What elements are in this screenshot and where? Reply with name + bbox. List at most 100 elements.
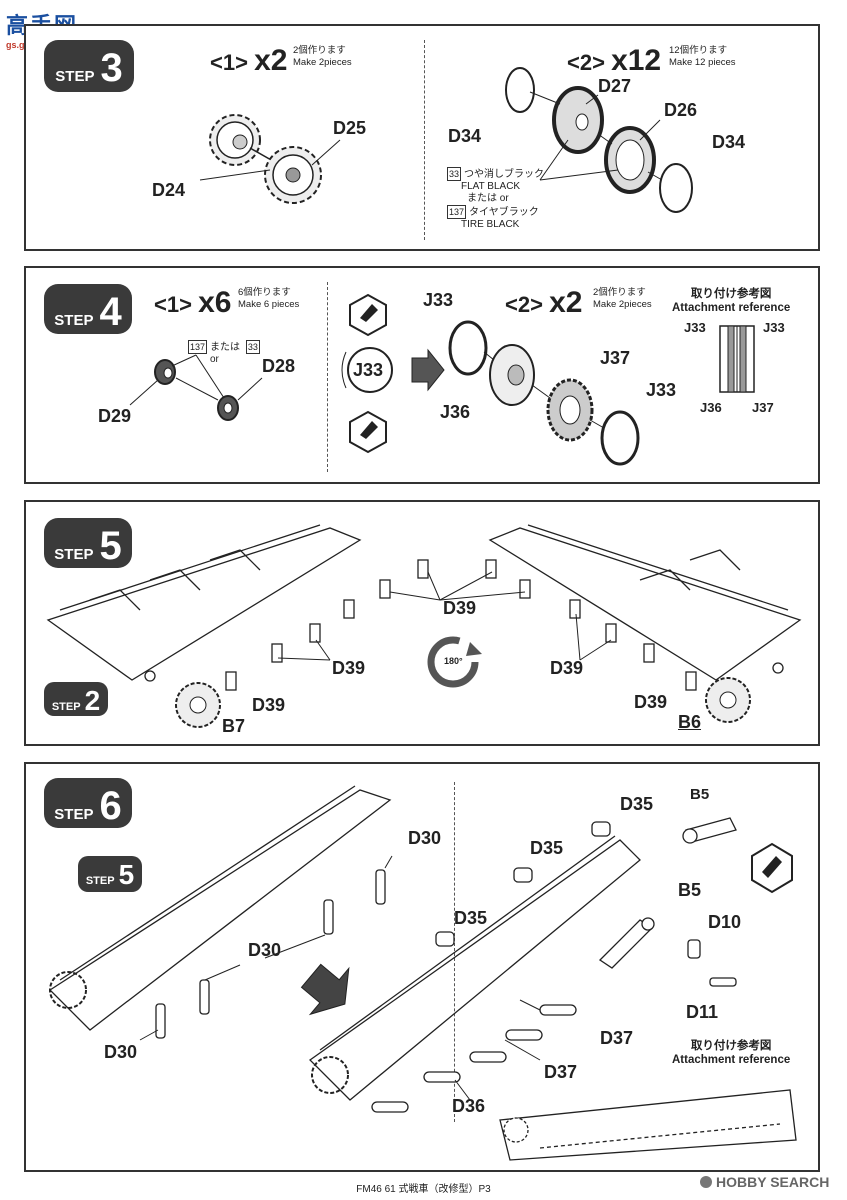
- attach-jp: 取り付け参考図: [690, 288, 772, 300]
- label-d37: D37: [600, 1028, 634, 1048]
- attach-label-j37: J37: [752, 400, 774, 415]
- label-d26: D26: [664, 100, 698, 120]
- watermark-logo-icon: [700, 1176, 712, 1188]
- step4-sub2-note: 2個作ります Make 2pieces: [593, 287, 652, 311]
- roller-d28: [217, 395, 239, 421]
- label-d25: D25: [333, 118, 367, 138]
- note-jp: 2個作ります: [293, 45, 346, 56]
- hull-right: [488, 524, 802, 681]
- step4-wheel-drawing: [129, 293, 755, 466]
- sub-qty: x2: [549, 286, 583, 319]
- label-d30: D30: [248, 940, 282, 960]
- label-j33: J33: [646, 380, 677, 400]
- tire-j33-a: [448, 320, 488, 376]
- label-d29: D29: [98, 406, 132, 426]
- wheel-j36: [489, 344, 535, 406]
- label-d36: D36: [452, 1096, 486, 1116]
- step3-sub1-qty: <1> x2: [210, 44, 287, 78]
- nippers-icon: [751, 842, 793, 894]
- step-number: 5: [99, 524, 122, 568]
- step3-sub2-qty: <2> x12: [567, 44, 661, 78]
- label-b5: B5: [690, 786, 710, 803]
- label-d39: D39: [550, 658, 584, 678]
- step-number: 6: [99, 784, 122, 828]
- label-j37: J37: [600, 348, 631, 368]
- step4-divider: [327, 282, 328, 472]
- suspension-arms-d39: [225, 559, 697, 691]
- step-word: STEP: [85, 875, 115, 887]
- wheel-d26: [604, 126, 656, 194]
- sub-tag: <2>: [567, 50, 605, 75]
- step4-attach-title: 取り付け参考図 Attachment reference: [672, 287, 790, 315]
- nippers-icon-top: [349, 293, 387, 337]
- sprocket-d25: [264, 146, 322, 204]
- sub-qty: x12: [611, 44, 662, 77]
- paint-code: 137: [447, 205, 467, 219]
- sub-tag: <2>: [505, 292, 543, 317]
- paint-or-jp: または: [210, 342, 241, 353]
- step-number: 3: [100, 46, 123, 90]
- sub-tag: <1>: [154, 292, 192, 317]
- step-word: STEP: [55, 68, 95, 85]
- label-d37: D37: [544, 1062, 578, 1082]
- note-jp: 12個作ります: [669, 45, 728, 56]
- paint-code: 33: [245, 340, 260, 354]
- note-en: Make 2pieces: [593, 299, 652, 310]
- label-b7: B7: [222, 716, 246, 736]
- nippers-icon-bottom: [349, 410, 387, 454]
- label-j33: J33: [423, 290, 454, 310]
- arrow-down-icon: [300, 963, 350, 1016]
- step5-badge: STEP 5: [44, 518, 132, 568]
- note-jp: 6個作ります: [238, 287, 291, 298]
- tire-d34-outer: [505, 67, 535, 113]
- label-d11: D11: [686, 1002, 719, 1022]
- label-d39: D39: [634, 692, 668, 712]
- step3-divider: [424, 40, 425, 240]
- attach-label-j33: J33: [684, 320, 706, 335]
- bolts-d10-d11: [687, 939, 737, 987]
- attach-jp: 取り付け参考図: [690, 1040, 772, 1052]
- note-en: Make 2pieces: [293, 57, 352, 68]
- attach-label-j36: J36: [700, 400, 722, 415]
- j33-callout-circle: [347, 347, 393, 393]
- tire-d34-inner: [659, 163, 693, 213]
- label-d39: D39: [252, 695, 286, 715]
- step3-badge: STEP 3: [44, 40, 134, 92]
- note-jp: 2個作ります: [593, 287, 646, 298]
- rotate-180-icon: [427, 636, 482, 688]
- step5-hull-drawing: [46, 524, 802, 728]
- label-d34: D34: [448, 126, 482, 146]
- roller-d29: [154, 359, 176, 385]
- step-word: STEP: [54, 546, 94, 563]
- label-d34: D34: [712, 132, 746, 152]
- label-d30: D30: [408, 828, 442, 848]
- label-d39: D39: [332, 658, 366, 678]
- shock-absorbers-d30: [155, 869, 386, 1039]
- tire-j33-b: [600, 410, 640, 466]
- step6-attach-title: 取り付け参考図 Attachment reference: [672, 1039, 790, 1067]
- label-d27: D27: [598, 76, 632, 96]
- label-j36: J36: [440, 402, 471, 422]
- paint-code: 33: [447, 167, 462, 181]
- hull-left: [46, 524, 362, 682]
- paint-jp: つや消しブラック: [464, 169, 545, 180]
- watermark-text: HOBBY SEARCH: [716, 1174, 830, 1190]
- note-en: Make 12 pieces: [669, 57, 736, 68]
- attach-en: Attachment reference: [672, 1054, 791, 1066]
- label-j33-callout: J33: [353, 360, 384, 380]
- attach-reference-track: [499, 1089, 797, 1161]
- label-d10: D10: [708, 912, 742, 932]
- step5-panel: [24, 500, 820, 746]
- step-number: 5: [118, 859, 135, 890]
- sprocket-b7: [175, 682, 221, 728]
- wheel-j37: [546, 378, 594, 442]
- hull-side-left: [48, 785, 392, 1031]
- arms-d37: [371, 1004, 577, 1113]
- paint-code: 137: [188, 340, 208, 354]
